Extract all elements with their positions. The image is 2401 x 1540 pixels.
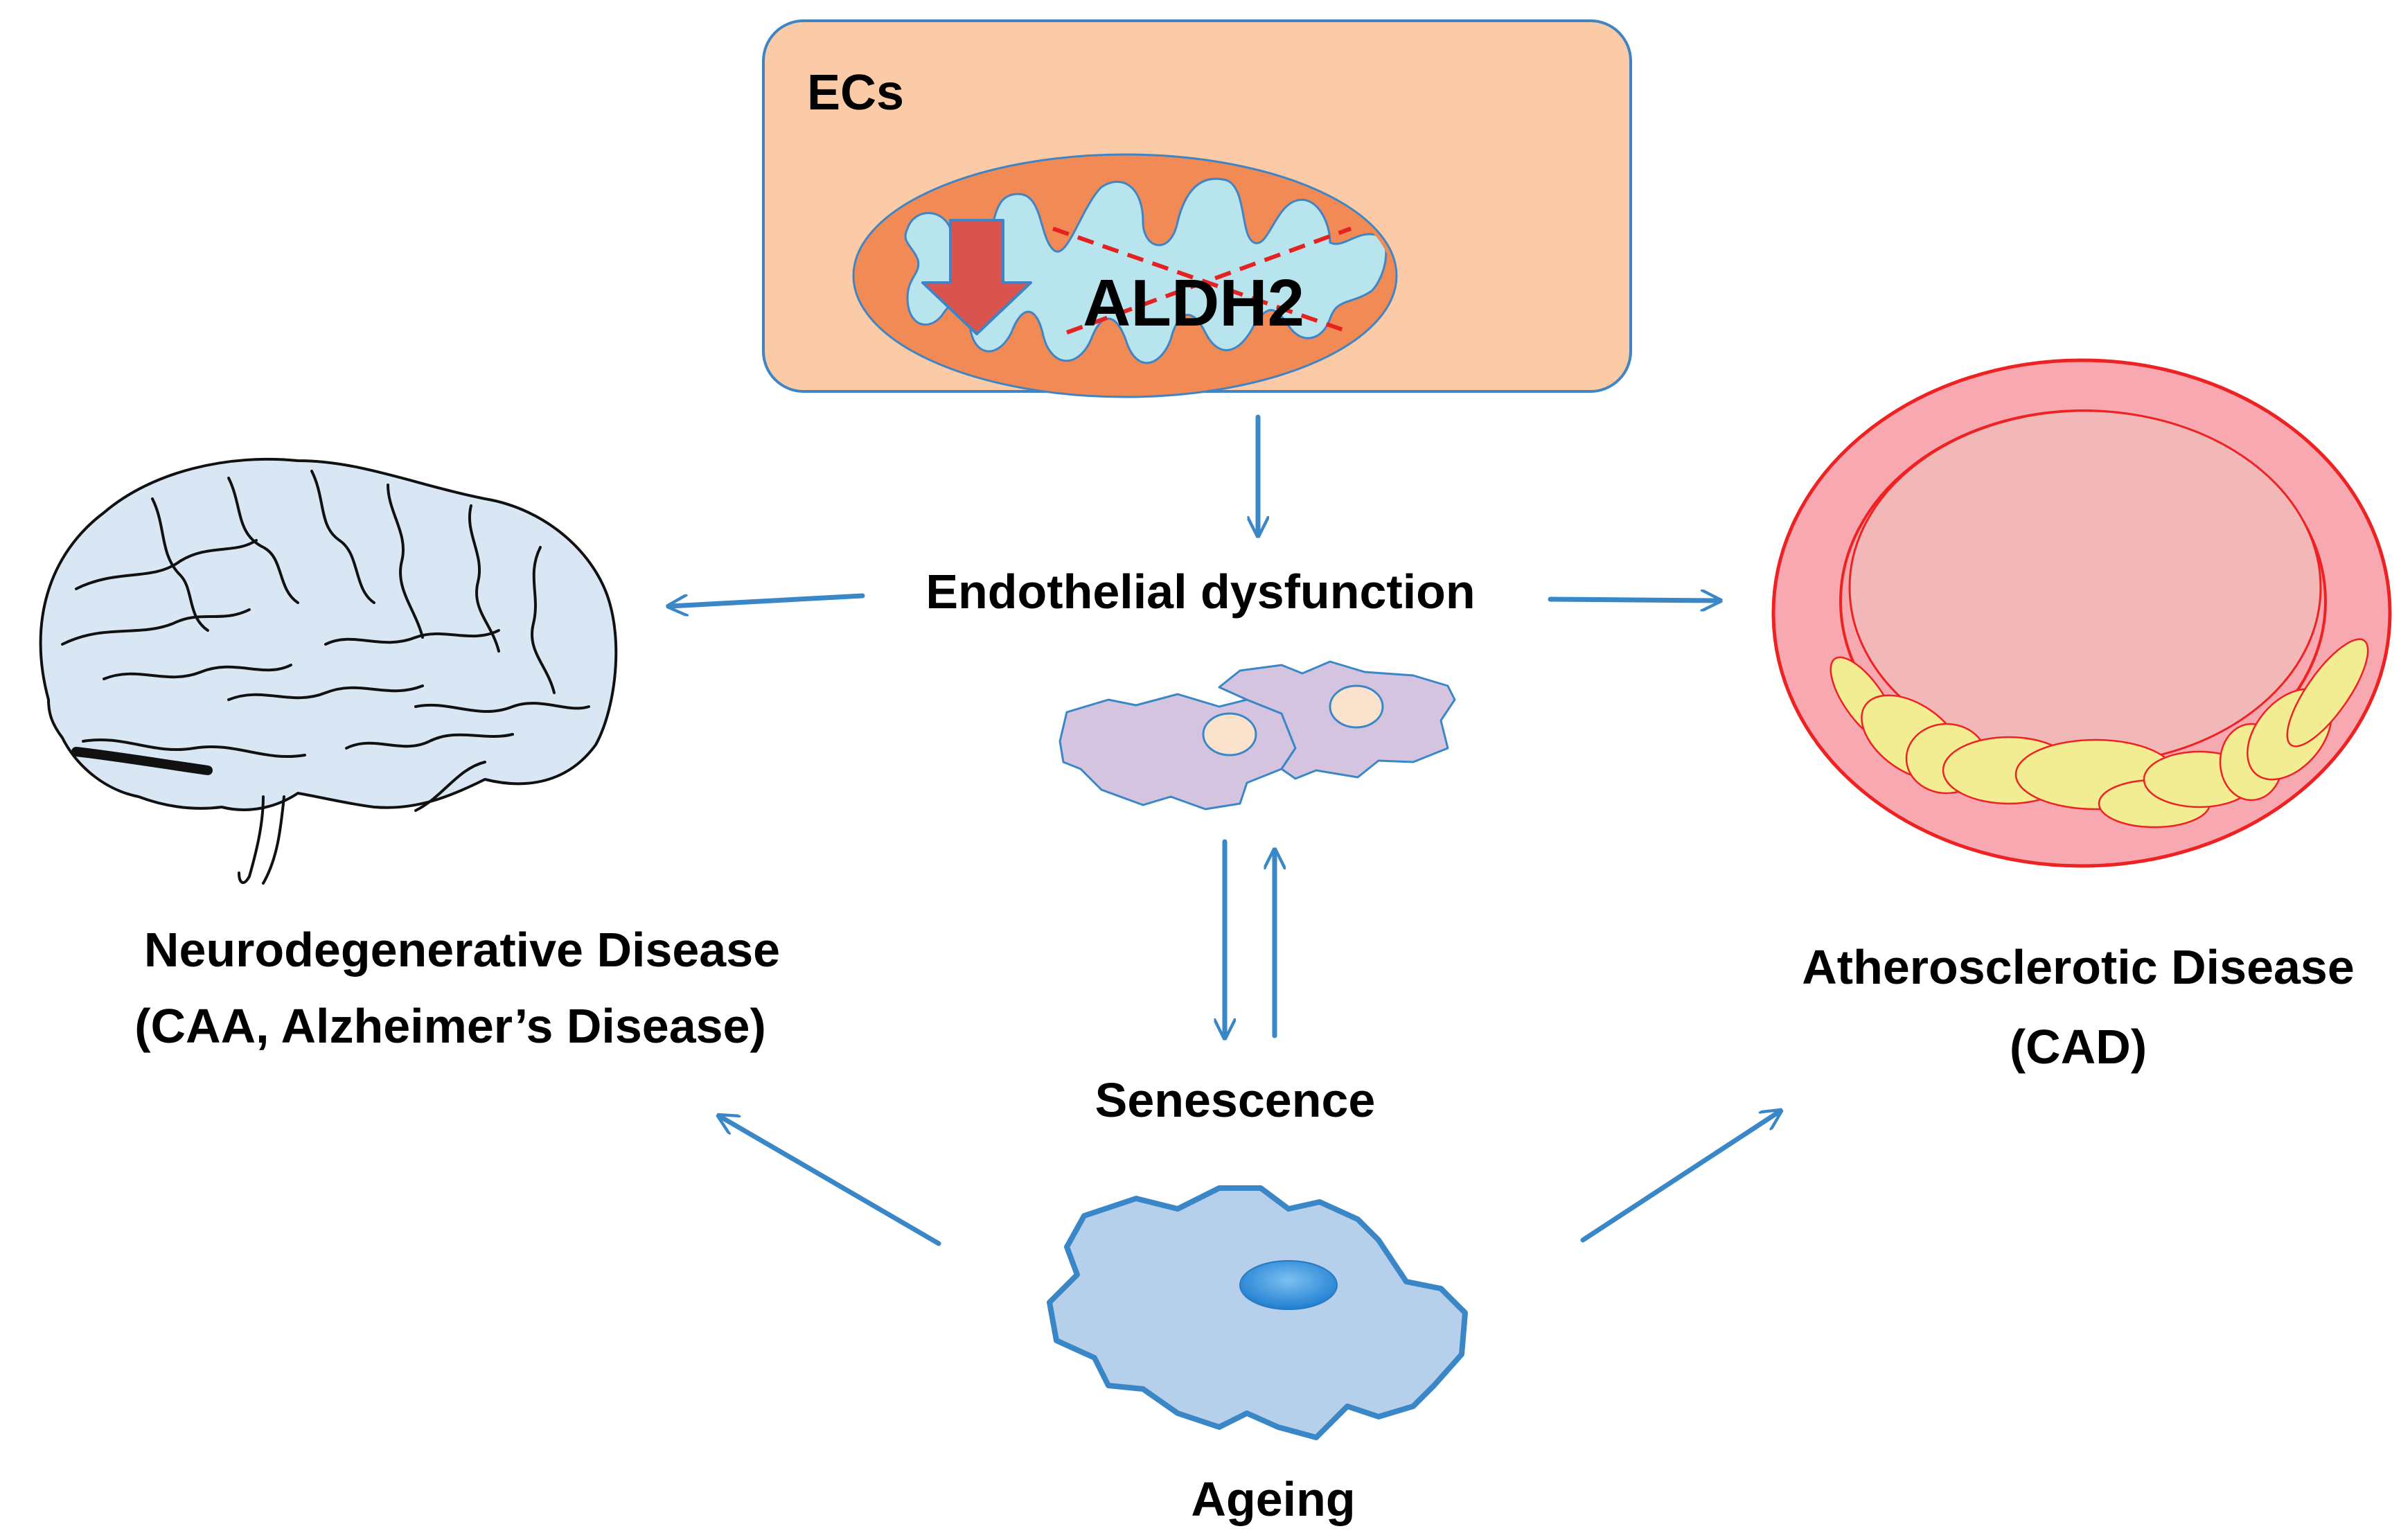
vessel-icon [1771, 358, 2392, 868]
aged-cell-body [1047, 1185, 1468, 1440]
mitochondrion-cristae [904, 177, 1388, 364]
endothelial-cell-left [1058, 693, 1297, 811]
brain-icon [39, 457, 618, 885]
red-cross [1052, 227, 1352, 335]
arrow-ageing-to-neuro [720, 1117, 941, 1246]
arrow-endothelial-to-athero [1548, 599, 1718, 601]
arrow-ageing-to-athero [1580, 1112, 1779, 1243]
neuro-disease-label: Neurodegenerative Disease [144, 923, 780, 977]
plaque-deposits [1829, 638, 2369, 829]
endothelial-dysfunction-label: Endothelial dysfunction [925, 565, 1475, 619]
ecs-panel: ECs ALDH2 [762, 19, 1632, 398]
neuro-disease-sublabel: (CAA, Alzheimer’s Disease) [134, 999, 766, 1053]
endothelial-cells-icon [1058, 660, 1456, 811]
ecs-label: ECs [807, 65, 904, 121]
aldh2-label: ALDH2 [1083, 266, 1304, 340]
mitochondrion: ALDH2 [852, 153, 1398, 398]
aged-cell-nucleus [1239, 1260, 1338, 1310]
athero-disease-sublabel: (CAD) [2010, 1020, 2147, 1074]
endothelial-nucleus-left [1202, 712, 1257, 756]
down-arrow-icon [921, 219, 1032, 335]
ageing-label: Ageing [1191, 1472, 1355, 1526]
endothelial-nucleus-right [1329, 684, 1384, 729]
senescence-label: Senescence [1095, 1073, 1376, 1127]
athero-disease-label: Atherosclerotic Disease [1802, 940, 2355, 994]
aged-cell-icon [1047, 1185, 1468, 1440]
arrows [671, 414, 1779, 1246]
arrow-endothelial-to-neuro [671, 593, 865, 606]
